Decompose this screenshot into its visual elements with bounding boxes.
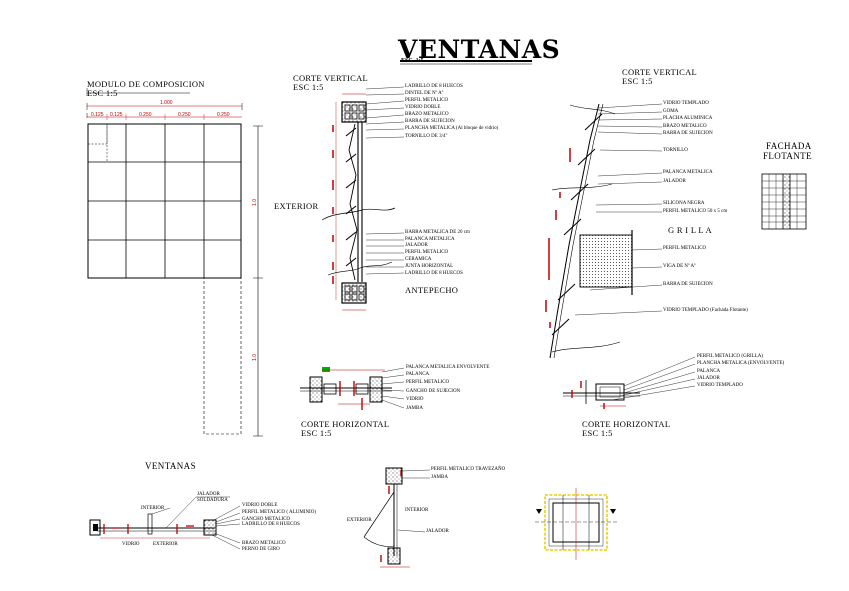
fachada-title-line-2: FLOTANTE — [763, 151, 812, 161]
modulo-title: MODULO DE COMPOSICION — [87, 79, 205, 89]
modulo-scale: ESC 1:5 — [87, 88, 118, 98]
bottom-mid-exterior: EXTERIOR — [347, 518, 372, 523]
corte-v2-label-13: BARRA DE SUJECION — [663, 282, 713, 287]
ventanas-detail-label-6: LADRILLO DE 8 HUECOS — [242, 522, 300, 527]
corte-h1-label-1: PALANCA METALICA ENVOLVENTE — [406, 365, 490, 370]
corte-v1-exterior: EXTERIOR — [274, 201, 319, 211]
bottom-mid-jalador: JALADOR — [426, 529, 449, 534]
fachada-flotante-drawing — [761, 173, 807, 230]
ventanas-detail-label-7: BRAZO METALICO — [242, 541, 286, 546]
bottom-middle-drawing — [363, 467, 431, 568]
fachada-title-line-1: FACHADA — [766, 141, 812, 151]
corte-v1-scale: ESC 1:5 — [293, 82, 324, 92]
corte-v1-label-13: CERAMICA — [405, 257, 432, 262]
page-title-scale: ESC. 1:5 — [401, 58, 424, 64]
corte-v1-label-12: PERFIL METALICO — [405, 250, 449, 255]
ventanas-detail-drawing — [89, 496, 241, 550]
modulo-dim-side-1: 1.0 — [251, 199, 258, 206]
corte-h2-scale: ESC 1:5 — [582, 428, 613, 438]
ventanas-detail-exterior: EXTERIOR — [153, 542, 178, 547]
corte-h1-label-3: PERFIL METALICO — [406, 380, 450, 385]
corte-v2-label-3: PLACHA ALUMINICA — [663, 116, 713, 121]
modulo-dim-1: 0.125 — [91, 112, 104, 118]
corte-vertical-2-drawing — [545, 103, 663, 359]
corte-v1-label-8: TORNILLO DE 3/4" — [405, 134, 448, 139]
corte-v2-label-12: VIGA DE Nº Aº — [663, 264, 696, 269]
corte-h2-label-3: PALANCA — [697, 369, 721, 374]
corte-v1-label-2: DINTEL DE Nº Aº — [405, 91, 444, 96]
corte-v1-label-3: PERFIL METALICO — [405, 98, 449, 103]
modulo-dim-3: 0.250 — [139, 112, 152, 118]
corte-v2-label-4: BRAZO METALICO — [663, 124, 707, 129]
corte-v1-antepecho: ANTEPECHO — [405, 285, 459, 295]
corte-v2-label-10: PERFIL METALICO 50 x 5 cm — [663, 209, 728, 214]
corte-h1-scale: ESC 1:5 — [301, 428, 332, 438]
bottom-mid-label-2: JAMBA — [431, 475, 448, 480]
ventanas-detail-label-5: GANCHO METALICO — [242, 517, 291, 522]
modulo-dim-5: 0.250 — [217, 112, 230, 118]
corte-v2-label-1: VIDRIO TEMPLADO — [663, 101, 709, 106]
ventanas-detail-label-4: PERFIL METALICO ( ALUMINIO) — [242, 510, 316, 515]
corte-h1-label-6: JAMBA — [406, 406, 423, 411]
corte-horizontal-2-drawing — [563, 356, 696, 409]
ventanas-detail-title: VENTANAS — [145, 461, 196, 471]
corte-v2-title: CORTE VERTICAL — [622, 67, 698, 77]
bottom-right-drawing — [535, 488, 617, 560]
corte-h1-title: CORTE HORIZONTAL — [301, 419, 390, 429]
ventanas-detail-vidrio: VIDRIO — [122, 542, 140, 547]
corte-v1-label-7: PLANCHA METALICA (Al bloque de vidrio) — [405, 126, 499, 131]
title-underline — [400, 60, 532, 65]
corte-v1-label-10: PALANCA METALICA — [405, 237, 455, 242]
corte-v1-label-1: LADRILLO DE 8 HUECOS — [405, 84, 463, 89]
modulo-dim-side-2: 1.0 — [251, 354, 258, 361]
corte-v2-label-11: PERFIL METALICO — [663, 246, 707, 251]
ventanas-detail-label-3: VIDRIO DOBLE — [242, 503, 278, 508]
corte-h2-title: CORTE HORIZONTAL — [582, 419, 671, 429]
corte-h2-label-4: JALADOR — [697, 376, 720, 381]
corte-h1-label-2: PALANCA — [406, 372, 430, 377]
modulo-dim-4: 0.250 — [178, 112, 191, 118]
page-title: VENTANAS — [398, 35, 561, 64]
corte-horizontal-1-drawing — [300, 367, 405, 410]
corte-v2-label-5: BARRA DE SUJECION — [663, 131, 713, 136]
bottom-mid-label-1: PERFIL METALICO TRAVEZAÑO — [431, 467, 506, 472]
modulo-grid — [86, 88, 263, 437]
corte-v2-label-6: TORNILLO — [663, 148, 688, 153]
ventanas-detail-interior: INTERIOR — [141, 506, 165, 511]
corte-h1-label-4: GANCHO DE SUJECION — [406, 389, 461, 394]
corte-v1-label-6: BARRA DE SUJECION — [405, 119, 455, 124]
corte-v1-label-14: JUNTA HORIZONTAL — [405, 264, 454, 269]
corte-vertical-1-drawing — [321, 86, 405, 311]
corte-v1-label-9: BARRA METALICA DE 20 cm — [405, 230, 470, 235]
corte-v2-scale: ESC 1:5 — [622, 76, 653, 86]
corte-v2-label-7: PALANCA METALICA — [663, 170, 713, 175]
corte-v1-title: CORTE VERTICAL — [293, 73, 369, 83]
modulo-dim-2: 0.125 — [110, 112, 123, 118]
ventanas-detail-label-2: SOLDADURA — [197, 498, 228, 503]
corte-v2-grilla: G R I L L A — [668, 225, 712, 235]
corte-v1-label-4: VIDRIO DOBLE — [405, 105, 441, 110]
corte-v2-label-8: JALADOR — [663, 179, 686, 184]
corte-v1-label-11: JALADOR — [405, 243, 428, 248]
ventanas-detail-label-1: JALADOR — [197, 492, 220, 497]
modulo-dim-total: 1.000 — [160, 100, 173, 106]
corte-v1-label-15: LADRILLO DE 8 HUECOS — [405, 271, 463, 276]
corte-h2-label-1: PERFIL METALICO (GRILLA) — [697, 354, 764, 359]
corte-v2-label-2: GOMA — [663, 109, 679, 114]
ventanas-detail-label-8: PERNO DE GIRO — [242, 547, 280, 552]
corte-h1-label-5: VIDRIO — [406, 397, 424, 402]
corte-h2-label-5: VIDRIO TEMPLADO — [697, 383, 743, 388]
corte-h2-label-2: PLANCHA METALICA (ENVOLVENTE) — [697, 361, 785, 366]
corte-v2-label-14: VIDRIO TEMPLADO (Fachada Flotante) — [663, 308, 748, 313]
corte-v1-label-5: BRAZO METALICO — [405, 112, 449, 117]
bottom-mid-interior: INTERIOR — [405, 508, 429, 513]
corte-v2-label-9: SILICONA NEGRA — [663, 201, 705, 206]
